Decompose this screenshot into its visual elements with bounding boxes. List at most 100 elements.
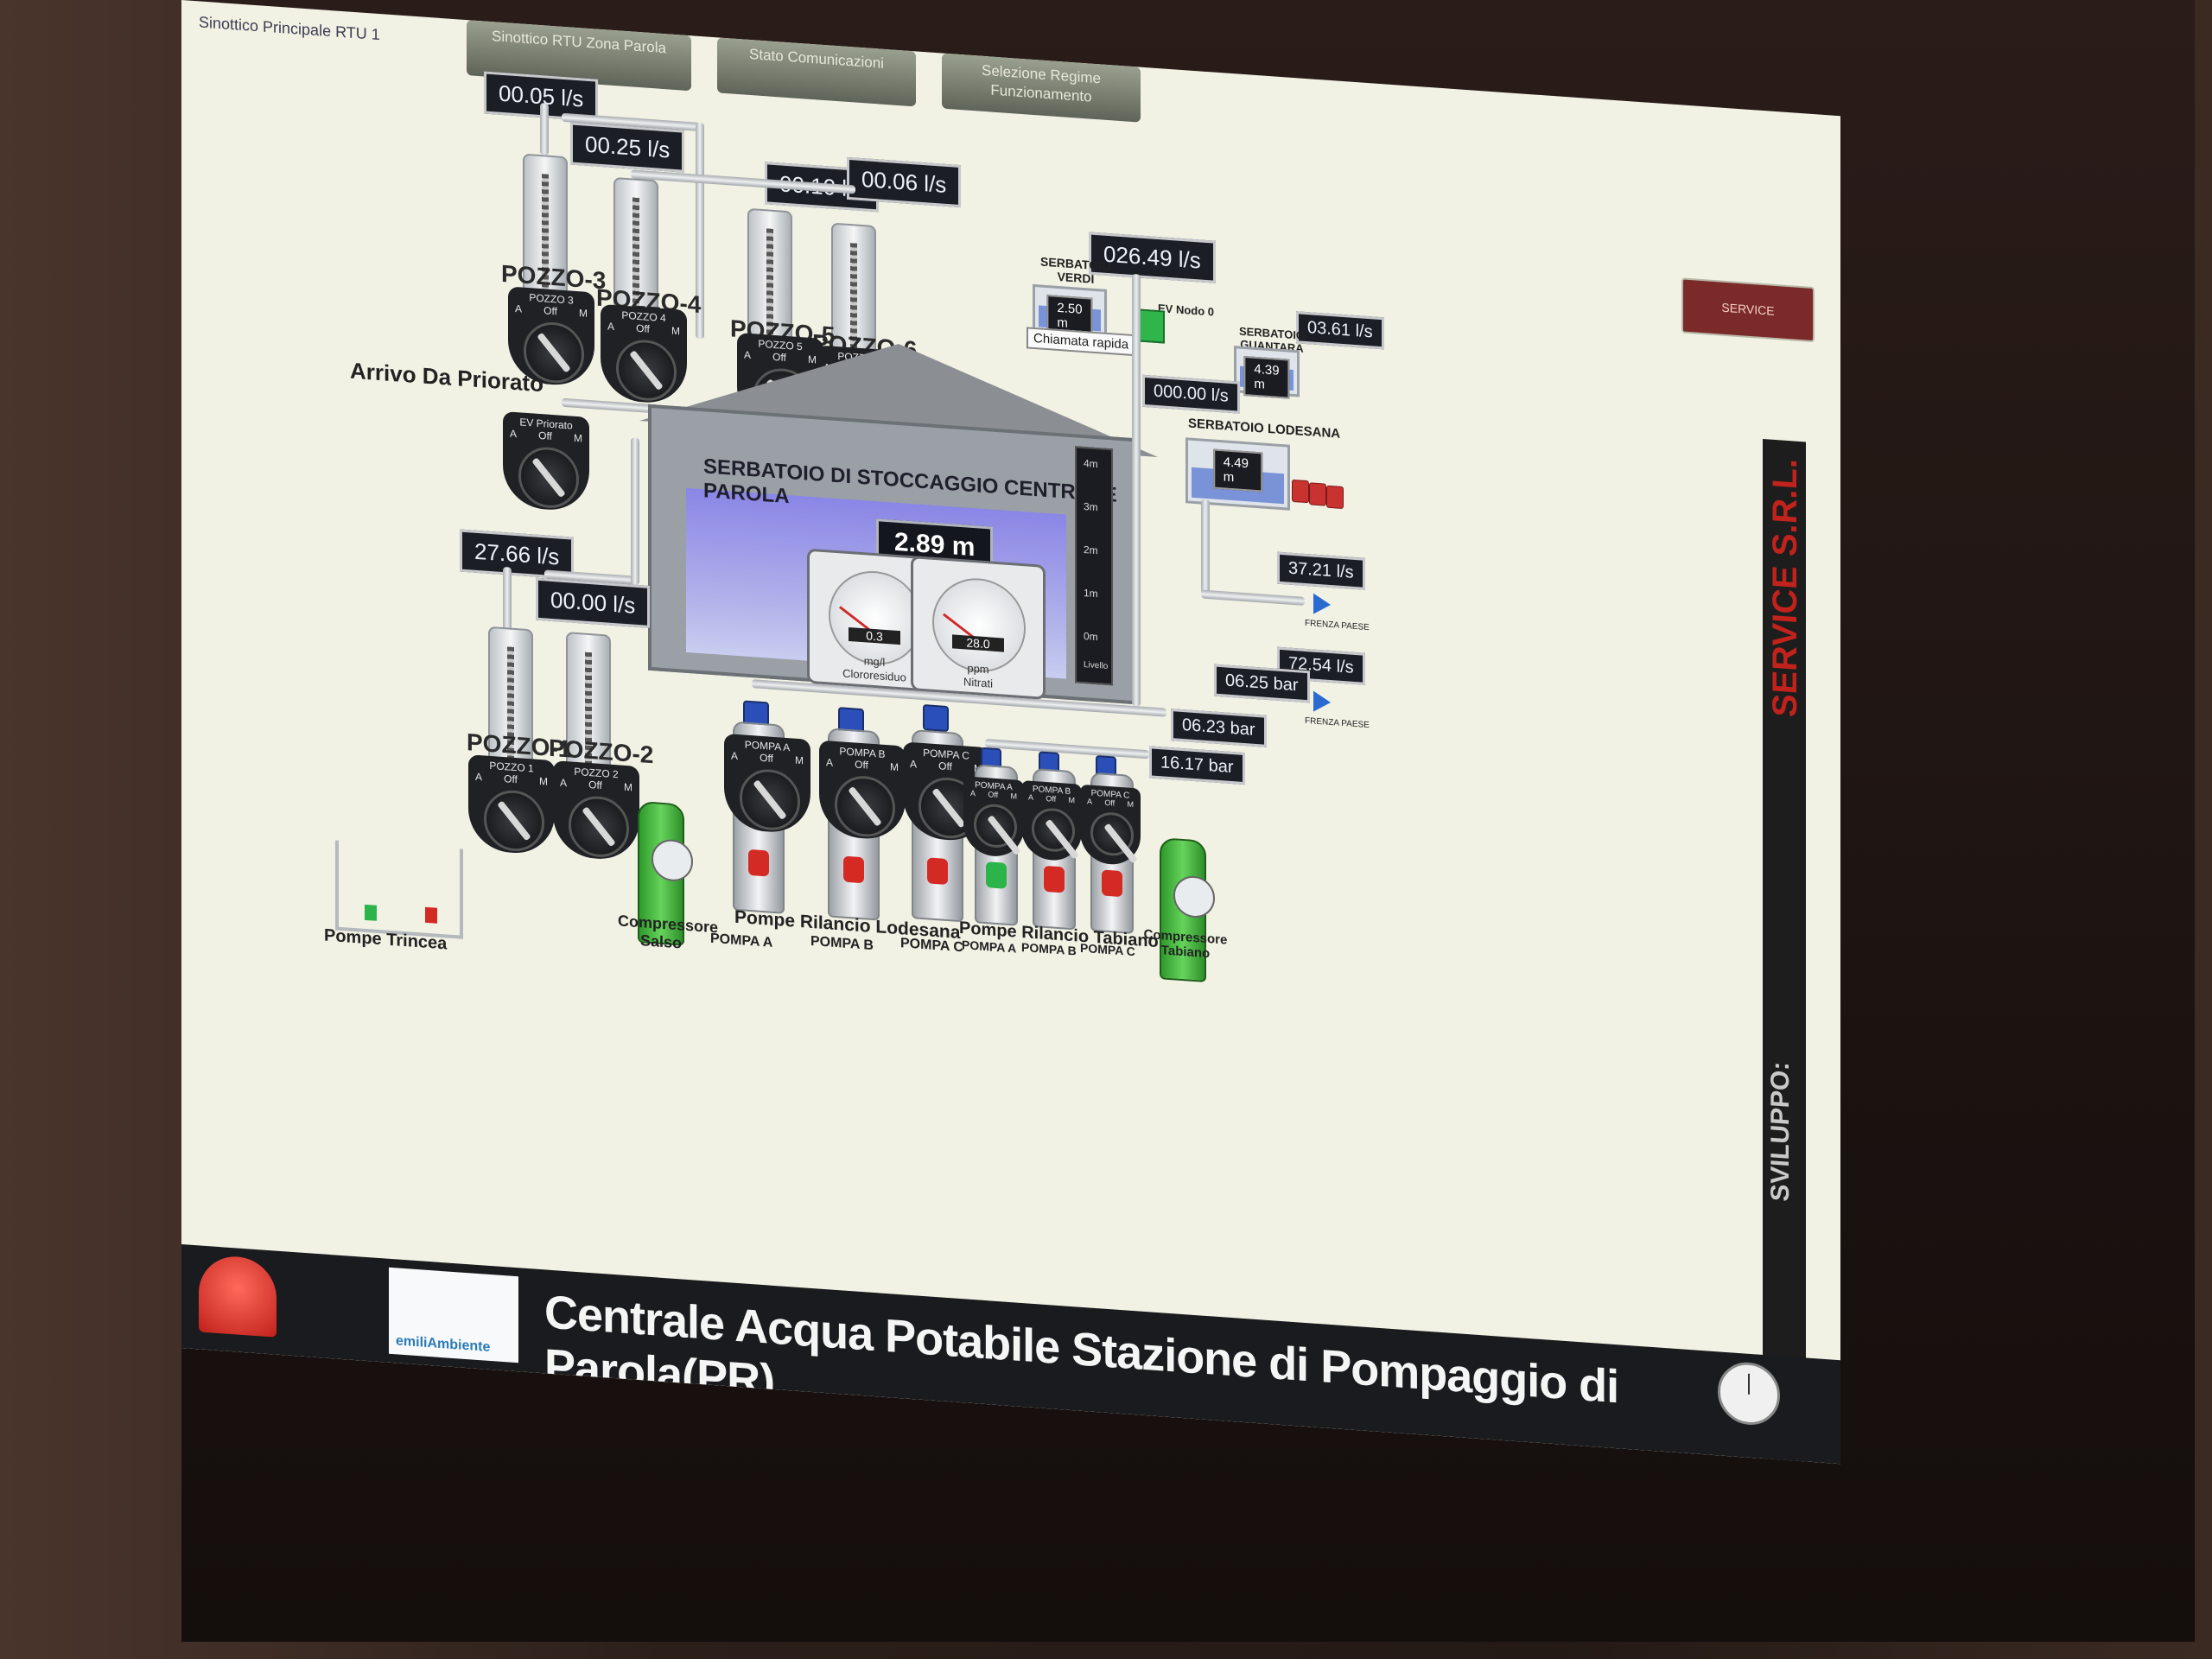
knob-mode-auto: A — [731, 749, 739, 763]
compressor-salso-label: Compressore Salso — [618, 912, 719, 952]
pump-status-light — [1044, 865, 1065, 893]
tank-level-lodesana: 4.49 m — [1212, 448, 1263, 493]
pump-label-tabiano-c: POMPA C — [1080, 940, 1135, 959]
knob-mode-auto: A — [510, 427, 518, 441]
knob-mode-off: Off — [588, 778, 602, 792]
knob-mode-off: Off — [938, 760, 952, 773]
pipe — [503, 567, 512, 637]
dial-icon — [740, 767, 800, 833]
valve-icon[interactable] — [1326, 485, 1344, 510]
knob-mode-manual: M — [795, 753, 804, 767]
trench-pump-status-light — [425, 906, 437, 924]
pipe — [985, 739, 1149, 760]
chiamata-rapida-button[interactable]: Chiamata rapida — [1027, 327, 1136, 357]
pump-label-lodesana-c: POMPA C — [900, 936, 963, 956]
dial-icon — [1090, 810, 1134, 858]
scale-tick: 3m — [1084, 500, 1098, 514]
pressure-readout-2: 06.23 bar — [1171, 709, 1267, 747]
pipe — [631, 437, 639, 586]
flow-readout-out1: 37.21 l/s — [1277, 551, 1365, 590]
pump-status-light — [986, 861, 1007, 889]
window-title: Sinottico Principale RTU 1 — [199, 13, 380, 44]
knob-mode-auto: A — [560, 776, 568, 790]
tank-level-guantara: 4.39 m — [1243, 355, 1290, 399]
flow-readout-lodesana: 000.00 l/s — [1142, 374, 1240, 414]
flow-readout-pozzo2: 00.00 l/s — [536, 577, 651, 628]
scale-tick: 2m — [1084, 543, 1098, 557]
pump-label-tabiano-a: POMPA A — [962, 938, 1017, 956]
outlet-arrow-icon — [1313, 593, 1331, 616]
tank-guantara: 4.39 m — [1234, 346, 1300, 399]
pressure-gauge-icon — [1173, 874, 1215, 919]
scale-tick: 4m — [1084, 457, 1098, 471]
compressor-tabiano — [1160, 837, 1215, 982]
knob-mode-manual: M — [890, 760, 899, 774]
pipe — [540, 103, 549, 156]
flow-readout-guantara: 03.61 l/s — [1296, 311, 1384, 350]
side-brand-bar: SERVICE S.R.L. SVILUPPO: — [1763, 438, 1806, 1465]
trench-pit — [335, 840, 463, 939]
pump-status-light — [843, 855, 864, 884]
tank-label-lodesana: SERBATOIO LODESANA — [1188, 416, 1341, 442]
partner-logo: SERVICE — [1681, 277, 1815, 343]
knob-mode-auto: A — [475, 770, 483, 784]
dial-icon — [484, 788, 544, 854]
sviluppo-label: SVILUPPO: — [1766, 1060, 1795, 1203]
scale-tick: 1m — [1084, 587, 1098, 601]
brand-text: emiliAmbiente — [396, 1333, 491, 1355]
knob-mode-off: Off — [855, 758, 868, 772]
pipe — [1201, 589, 1305, 606]
knob-mode-manual: M — [1127, 799, 1134, 810]
knob-mode-manual: M — [574, 431, 582, 445]
knob-mode-auto: A — [1028, 792, 1034, 802]
dial-icon — [518, 445, 579, 511]
knob-mode-auto: A — [1087, 797, 1093, 806]
dial-icon — [1032, 806, 1075, 854]
valve-icon[interactable] — [1292, 479, 1309, 504]
knob-mode-off: Off — [1046, 793, 1057, 804]
knob-mode-manual: M — [579, 307, 588, 320]
knob-mode-auto: A — [515, 302, 523, 315]
knob-mode-off: Off — [1104, 798, 1116, 808]
knob-mode-off: Off — [543, 304, 557, 318]
pipe — [1201, 499, 1210, 595]
level-scale: 4m 3m 2m 1m 0m Livello — [1075, 446, 1113, 686]
knob-mode-manual: M — [1068, 795, 1075, 805]
pump-label-lodesana-a: POMPA A — [710, 931, 773, 950]
knob-mode-off: Off — [504, 772, 518, 786]
valve-icon[interactable] — [1309, 482, 1326, 506]
trench-pump-status-light — [365, 904, 377, 921]
knob-mode-off: Off — [760, 751, 773, 765]
pump-label-tabiano-b: POMPA B — [1021, 939, 1077, 958]
pump-status-light — [1102, 869, 1122, 898]
flow-readout-pozzo6: 00.06 l/s — [847, 156, 962, 208]
pump-label-lodesana-b: POMPA B — [810, 933, 874, 954]
compressor-tabiano-label: Compressore Tabiano — [1143, 926, 1228, 962]
hmi-screen: Sinottico Principale RTU 1 Sinottico RTU… — [181, 0, 1840, 1465]
knob-mode-manual: M — [624, 780, 632, 794]
knob-mode-auto: A — [970, 788, 976, 798]
outlet-arrow-icon — [1313, 690, 1331, 714]
knob-mode-off: Off — [988, 790, 999, 800]
valve-icon[interactable] — [923, 703, 949, 733]
outlet-label: FRENZA PAESE — [1305, 618, 1370, 633]
dial-icon — [974, 803, 1017, 849]
pressure-gauge-icon — [652, 838, 693, 883]
dial-icon — [569, 794, 629, 860]
pressure-readout-3: 16.17 bar — [1149, 746, 1245, 785]
pipe — [1132, 273, 1141, 707]
knob-mode-off: Off — [538, 429, 552, 442]
service-brand: SERVICE S.R.L. — [1766, 456, 1804, 718]
pump-status-light — [927, 857, 948, 886]
knob-mode-auto: A — [826, 756, 834, 769]
scale-tick: 0m — [1084, 630, 1098, 644]
alarm-bell-icon[interactable] — [199, 1254, 276, 1338]
gauge-nitrati: 28.0 ppm Nitrati — [911, 556, 1046, 700]
knob-mode-manual: M — [539, 774, 548, 788]
